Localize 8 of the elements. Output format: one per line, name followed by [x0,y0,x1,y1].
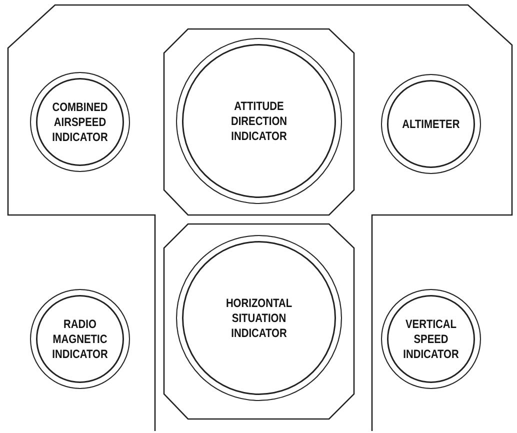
instrument-label: COMBINED AIRSPEED INDICATOR [51,100,109,144]
instrument-label: RADIO MAGNETIC INDICATOR [51,316,109,362]
octagonal-bezel [163,28,355,216]
instrument-label: HORIZONTAL SITUATION INDICATOR [224,296,294,340]
instrument-label: VERTICAL SPEED INDICATOR [402,316,460,362]
octagonal-bezel [163,223,355,420]
instrument-label: ATTITUDE DIRECTION INDICATOR [230,98,288,144]
instrument-label: ALTIMETER [402,116,460,132]
